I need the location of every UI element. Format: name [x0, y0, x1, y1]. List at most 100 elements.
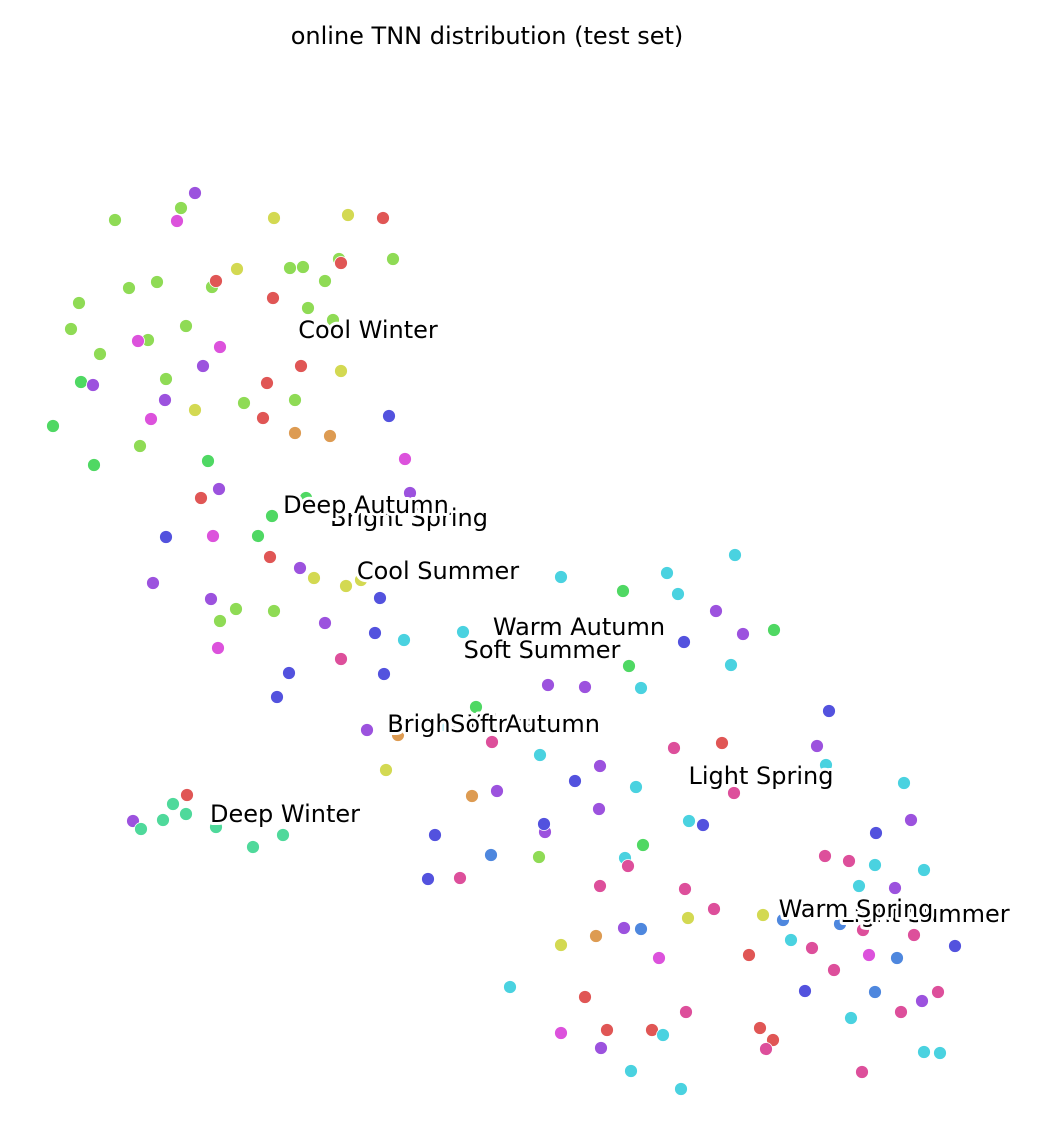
point-soft-summer-0: [382, 409, 396, 423]
point-soft-autumn-11: [819, 758, 833, 772]
point-warm-autumn-12: [578, 680, 592, 694]
cluster-label-deep-winter: Deep Winter: [210, 800, 360, 828]
cluster-label-light-spring: Light Spring: [689, 762, 834, 790]
point-light-spring-4: [621, 859, 635, 873]
point-warm-autumn-9: [318, 616, 332, 630]
point-bright-spring-7: [379, 763, 393, 777]
point-light-summer-9: [862, 948, 876, 962]
point-warm-autumn-6: [146, 576, 160, 590]
point-cool-winter-1: [64, 322, 78, 336]
cluster-label-soft-summer: Soft Summer: [464, 636, 621, 664]
point-bright-winter-1: [323, 429, 337, 443]
point-cool-winter-21: [213, 614, 227, 628]
point-bright-spring-10: [756, 908, 770, 922]
point-deep-autumn-0: [46, 419, 60, 433]
point-soft-summer-5: [377, 667, 391, 681]
cluster-label-cool-summer: Cool Summer: [357, 557, 519, 585]
points-layer: [46, 186, 962, 1096]
point-soft-autumn-18: [503, 980, 517, 994]
point-cool-winter-12: [237, 396, 251, 410]
point-deep-winter-2: [166, 797, 180, 811]
chart-title: online TNN distribution (test set): [291, 22, 684, 50]
point-soft-summer-8: [822, 704, 836, 718]
point-warm-autumn-19: [810, 739, 824, 753]
point-cool-winter-14: [296, 260, 310, 274]
point-light-spring-0: [334, 652, 348, 666]
point-warm-autumn-11: [541, 678, 555, 692]
point-cool-summer-7: [194, 491, 208, 505]
point-deep-autumn-6: [622, 659, 636, 673]
point-soft-autumn-0: [728, 548, 742, 562]
point-bright-spring-4: [334, 364, 348, 378]
cluster-label-light-summer: Light Summer: [840, 900, 1009, 928]
point-warm-autumn-18: [617, 921, 631, 935]
cluster-label-cool-winter: Cool Winter: [298, 316, 438, 344]
cluster-label-bright-winter: Bright Winter: [387, 710, 547, 738]
point-soft-summer-4: [282, 666, 296, 680]
point-soft-autumn-7: [634, 681, 648, 695]
point-deep-winter-6: [276, 828, 290, 842]
point-warm-autumn-3: [196, 359, 210, 373]
point-deep-winter-5: [246, 840, 260, 854]
point-soft-autumn-6: [724, 658, 738, 672]
point-warm-autumn-2: [158, 393, 172, 407]
point-light-spring-19: [855, 1065, 869, 1079]
cluster-label-bright-spring: Bright Spring: [330, 504, 488, 532]
point-cool-winter-2: [93, 347, 107, 361]
point-warm-autumn-15: [490, 784, 504, 798]
point-warm-spring-4: [776, 913, 790, 927]
point-deep-winter-4: [209, 820, 223, 834]
point-cool-winter-20: [267, 604, 281, 618]
point-warm-spring-5: [833, 917, 847, 931]
point-soft-summer-12: [537, 817, 551, 831]
cluster-label-deep-autumn: Deep Autumn: [283, 491, 449, 519]
point-soft-autumn-5: [456, 625, 470, 639]
point-deep-autumn-1: [74, 375, 88, 389]
point-soft-autumn-14: [917, 863, 931, 877]
point-cool-summer-0: [376, 211, 390, 225]
point-bright-spring-0: [267, 211, 281, 225]
point-soft-summer-13: [421, 872, 435, 886]
point-cool-summer-12: [578, 990, 592, 1004]
point-light-spring-3: [727, 786, 741, 800]
point-light-spring-6: [453, 871, 467, 885]
point-bright-spring-8: [554, 938, 568, 952]
point-soft-summer-2: [373, 591, 387, 605]
point-soft-summer-9: [568, 774, 582, 788]
point-deep-autumn-10: [265, 509, 279, 523]
point-bright-winter-3: [589, 929, 603, 943]
point-light-spring-5: [593, 879, 607, 893]
point-light-spring-7: [678, 882, 692, 896]
point-soft-autumn-4: [397, 633, 411, 647]
point-deep-autumn-11: [299, 491, 313, 505]
point-light-summer-3: [144, 412, 158, 426]
point-soft-summer-3: [368, 626, 382, 640]
point-light-spring-9: [818, 849, 832, 863]
point-soft-autumn-19: [844, 1011, 858, 1025]
point-bright-winter-0: [288, 426, 302, 440]
point-warm-autumn-7: [204, 592, 218, 606]
point-cool-summer-6: [334, 256, 348, 270]
point-cool-summer-8: [263, 550, 277, 564]
point-light-spring-1: [485, 735, 499, 749]
point-soft-summer-10: [696, 818, 710, 832]
point-cool-winter-6: [174, 201, 188, 215]
point-deep-autumn-8: [469, 700, 483, 714]
point-soft-autumn-8: [533, 748, 547, 762]
point-light-spring-13: [827, 963, 841, 977]
point-soft-summer-16: [798, 984, 812, 998]
point-soft-autumn-2: [671, 587, 685, 601]
point-deep-autumn-9: [636, 838, 650, 852]
point-light-spring-8: [707, 902, 721, 916]
point-soft-autumn-13: [868, 858, 882, 872]
point-warm-spring-2: [890, 951, 904, 965]
point-light-summer-4: [398, 452, 412, 466]
point-deep-autumn-4: [251, 529, 265, 543]
point-bright-spring-3: [188, 403, 202, 417]
point-cool-winter-19: [288, 393, 302, 407]
point-warm-autumn-1: [86, 378, 100, 392]
point-cool-summer-5: [256, 411, 270, 425]
point-light-spring-16: [931, 985, 945, 999]
point-soft-autumn-3: [554, 570, 568, 584]
